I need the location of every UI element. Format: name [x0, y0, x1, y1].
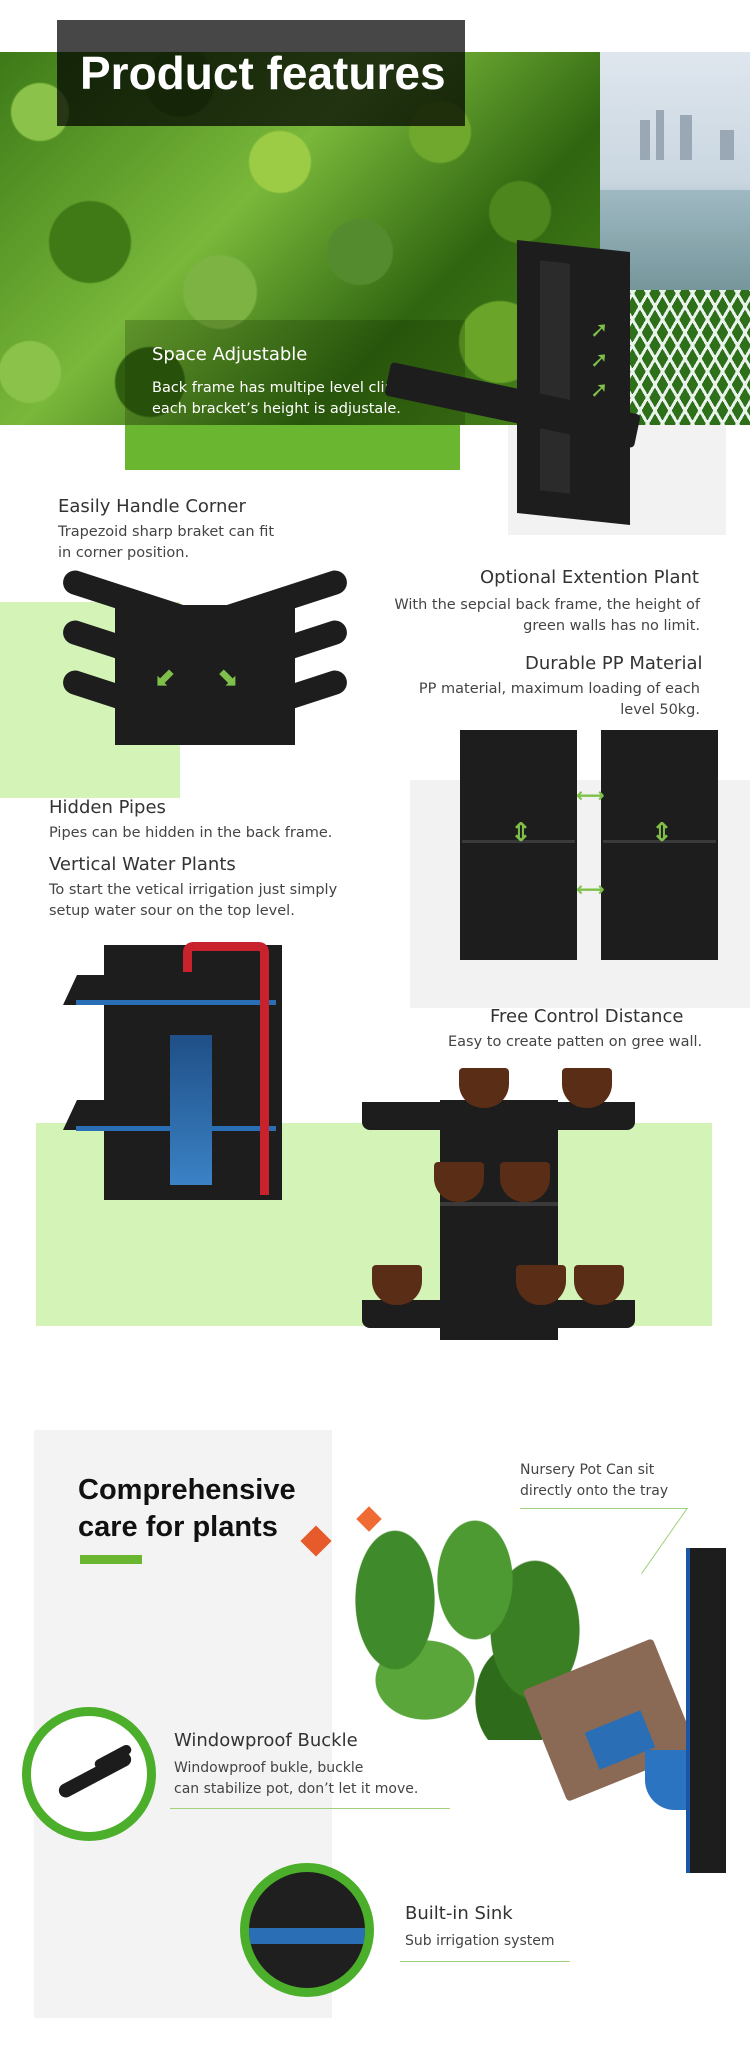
corner-back-panel [205, 605, 295, 745]
arrow-up-right-icon: ➚ [590, 318, 609, 343]
plant-pot [562, 1068, 612, 1108]
page-title: Product features [80, 47, 446, 99]
title-banner [57, 20, 465, 126]
extension-text: With the sepcial back frame, the height … [394, 597, 700, 634]
plant-pot [500, 1162, 550, 1202]
arrow-left-right-icon: ⟷ [576, 877, 605, 901]
plant-pot [516, 1265, 566, 1305]
corner-title: Easily Handle Corner [58, 496, 246, 517]
frame-slot [540, 260, 570, 494]
plant-pot [574, 1265, 624, 1305]
sink-title: Built-in Sink [405, 1903, 513, 1924]
care-title: Comprehensive care for plants [78, 1474, 296, 1543]
city-tower [680, 115, 692, 160]
plant-pot [434, 1162, 484, 1202]
pipes-title: Hidden Pipes [49, 797, 166, 818]
water-flow [170, 1035, 212, 1185]
back-frame-image [460, 730, 577, 960]
water-title: Vertical Water Plants [49, 854, 236, 875]
red-pipe [183, 942, 269, 972]
distance-text: Easy to create patten on gree wall. [448, 1034, 703, 1050]
distance-tray [362, 1300, 635, 1328]
title-underline [80, 1555, 142, 1564]
leader-line [641, 1507, 688, 1574]
sink-water [249, 1928, 365, 1944]
arrow-right-icon: ⬊ [216, 662, 238, 692]
city-tower [656, 110, 664, 160]
arrow-up-down-icon: ⇕ [510, 818, 532, 848]
buckle-circle [22, 1707, 156, 1841]
sink-text: Sub irrigation system [405, 1933, 555, 1949]
city-tower [640, 120, 650, 160]
red-pipe [260, 960, 269, 1195]
material-text: PP material, maximum loading of each lev… [418, 681, 700, 718]
arrow-up-right-icon: ➚ [590, 378, 609, 403]
space-adjustable-title: Space Adjustable [152, 344, 308, 365]
arrow-up-down-icon: ⇕ [651, 818, 673, 848]
distance-title: Free Control Distance [490, 1006, 684, 1027]
corner-back-panel [115, 605, 205, 745]
pipes-text: Pipes can be hidden in the back frame. [49, 825, 333, 841]
wall-frame-edge [686, 1548, 690, 1873]
plant-pot [372, 1265, 422, 1305]
extension-title: Optional Extention Plant [480, 567, 699, 588]
frame-divider [440, 1202, 558, 1206]
material-title: Durable PP Material [525, 653, 703, 674]
corner-text: Trapezoid sharp braket can fit in corner… [58, 524, 275, 561]
nursery-text: Nursery Pot Can sit directly onto the tr… [520, 1462, 669, 1499]
space-adjustable-text: Back frame has multipe level clip, each … [152, 380, 401, 417]
green-accent-bar [125, 425, 460, 470]
water-text: To start the vetical irrigation just sim… [49, 882, 338, 919]
arrow-up-right-icon: ➚ [590, 348, 609, 373]
water-line [76, 1000, 276, 1005]
leader-line [520, 1508, 688, 1509]
back-frame-image [517, 240, 630, 525]
plant-pot [459, 1068, 509, 1108]
back-frame-image [601, 730, 718, 960]
frame-divider [462, 840, 575, 843]
arrow-left-right-icon: ⟷ [576, 783, 605, 807]
buckle-title: Windowproof Buckle [174, 1730, 358, 1751]
wall-frame-image [690, 1548, 726, 1873]
city-tower [720, 130, 734, 160]
balcony-railing [620, 290, 750, 425]
leader-line [400, 1961, 570, 1962]
sink-circle [240, 1863, 374, 1997]
arrow-left-icon: ⬋ [155, 662, 177, 692]
leader-line [170, 1808, 450, 1809]
buckle-text: Windowproof bukle, buckle can stabilize … [174, 1760, 419, 1797]
frame-divider [603, 840, 716, 843]
